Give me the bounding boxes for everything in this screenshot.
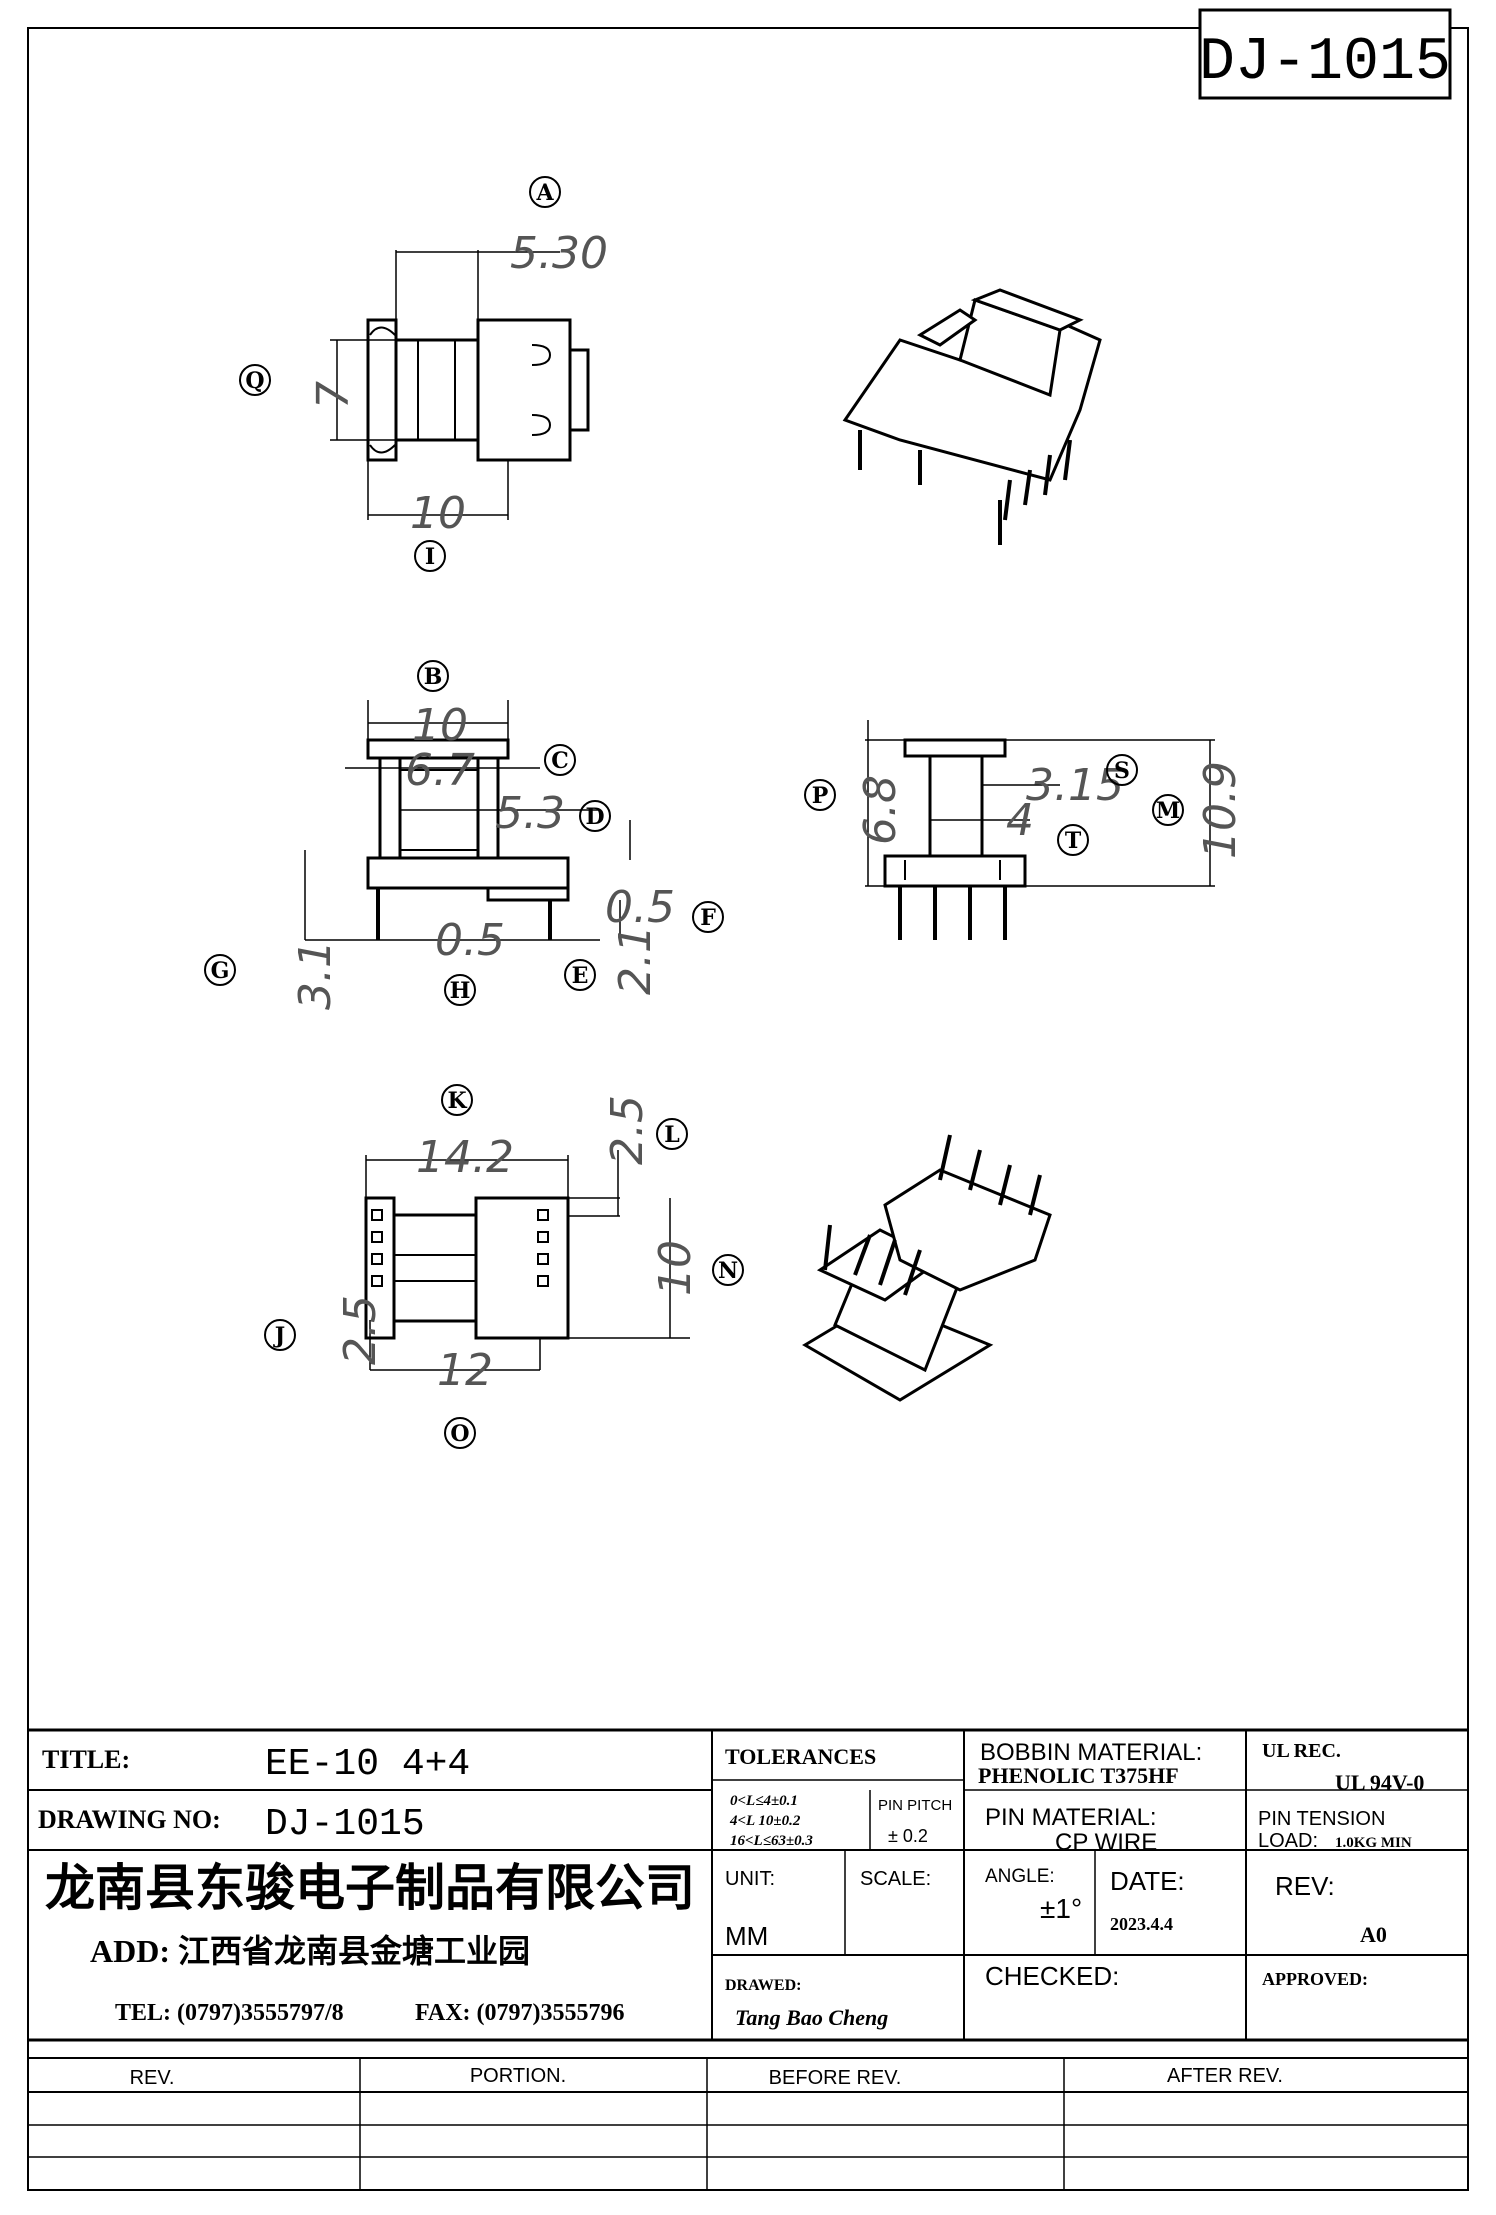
dim-bottom-height: 10 xyxy=(650,1240,701,1296)
label-o: O xyxy=(450,1421,469,1447)
tol-3: 16<L≤63±0.3 xyxy=(730,1833,813,1849)
rev-header-after: AFTER REV. xyxy=(1167,2065,1283,2087)
dim-bottom-width: 14.2 xyxy=(416,1132,514,1183)
dim-bottom-pitch-top: 2.5 xyxy=(602,1095,653,1165)
drawn-value: Tang Bao Cheng xyxy=(735,2005,888,2030)
rev-header-before: BEFORE REV. xyxy=(769,2067,902,2089)
tol-1: 0<L≤4±0.1 xyxy=(730,1793,798,1809)
dim-top-b: 7 xyxy=(308,381,359,409)
title-value: EE-10 4+4 xyxy=(265,1743,470,1786)
pin-pitch-value: ± 0.2 xyxy=(888,1826,928,1846)
label-l: L xyxy=(664,1122,679,1148)
ul-rec-label: UL REC. xyxy=(1262,1740,1341,1762)
approved-label: APPROVED: xyxy=(1262,1969,1368,1989)
date-label: DATE: xyxy=(1110,1866,1185,1896)
sheet-border xyxy=(27,27,1469,2191)
label-m: M xyxy=(1156,798,1180,824)
scale-label: SCALE: xyxy=(860,1868,931,1890)
side-view: 6.8 10.9 3.15 4 P S M T xyxy=(804,720,1246,940)
dim-side-b: 4 xyxy=(1006,795,1034,846)
iso-view-1 xyxy=(842,288,1102,545)
top-view: 5.30 7 10 A Q I xyxy=(239,176,608,572)
label-p: P xyxy=(812,783,829,809)
rev-header-portion: PORTION. xyxy=(470,2065,566,2087)
ul-rec-value: UL 94V-0 xyxy=(1335,1770,1424,1795)
label-i: I xyxy=(425,544,435,570)
drawing-no-value: DJ-1015 xyxy=(265,1803,425,1846)
label-d: D xyxy=(585,804,604,830)
dim-front-inner: 6.7 xyxy=(405,745,475,796)
angle-value: ±1° xyxy=(1040,1893,1082,1924)
drawn-label: DRAWED: xyxy=(725,1977,801,1994)
iso-view-2 xyxy=(802,1134,1052,1402)
unit-label: UNIT: xyxy=(725,1868,775,1890)
front-view: 10 6.7 5.3 0.5 0.5 3.1 2.1 B C D E F G H xyxy=(204,660,724,1010)
date-value: 2023.4.4 xyxy=(1110,1914,1173,1934)
label-a: A xyxy=(535,180,554,206)
label-j: J xyxy=(273,1323,285,1349)
angle-label: ANGLE: xyxy=(985,1866,1055,1887)
pin-tension-load: LOAD: xyxy=(1258,1830,1318,1852)
dim-bottom-bottom: 12 xyxy=(437,1345,493,1396)
dim-front-height-right: 2.1 xyxy=(610,925,661,995)
rev-value: A0 xyxy=(1360,1922,1387,1947)
pin-pitch-label: PIN PITCH xyxy=(878,1797,952,1814)
label-b: B xyxy=(424,664,443,690)
company-fax: FAX: (0797)3555796 xyxy=(415,2000,625,2026)
unit-value: MM xyxy=(725,1921,768,1951)
pin-material-label: PIN MATERIAL: xyxy=(985,1804,1157,1831)
dim-front-height-left: 3.1 xyxy=(290,940,341,1010)
title-block: TITLE: EE-10 4+4 DRAWING NO: DJ-1015 龙南县… xyxy=(28,1728,1468,2190)
dim-front-core: 5.3 xyxy=(495,788,565,839)
label-e: E xyxy=(572,963,589,989)
drawing-no-label: DRAWING NO: xyxy=(38,1805,221,1834)
part-number: DJ-1015 xyxy=(1199,29,1451,97)
rev-label: REV: xyxy=(1275,1871,1335,1901)
tol-2: 4<L 10±0.2 xyxy=(729,1813,801,1829)
label-f: F xyxy=(700,905,716,931)
pin-tension-label: PIN TENSION xyxy=(1258,1808,1385,1830)
company-address: ADD: 江西省龙南县金塘工业园 xyxy=(90,1933,530,1969)
label-h: H xyxy=(450,978,471,1004)
label-q: Q xyxy=(245,368,264,394)
rev-header-rev: REV. xyxy=(130,2067,175,2089)
bottom-view: 14.2 2.5 10 2.5 12 K L N J O xyxy=(264,1084,744,1449)
pin-tension-value: 1.0KG MIN xyxy=(1335,1835,1412,1851)
dim-side-total: 10.9 xyxy=(1195,761,1246,859)
label-s: S xyxy=(1114,758,1130,784)
bobbin-material-value: PHENOLIC T375HF xyxy=(978,1763,1179,1788)
dim-top-a: 5.30 xyxy=(510,228,608,279)
checked-label: CHECKED: xyxy=(985,1961,1119,1991)
dim-top-c: 10 xyxy=(410,488,466,539)
dim-bottom-pitch-left: 2.5 xyxy=(335,1295,386,1365)
label-g: G xyxy=(211,958,230,984)
tolerances-label: TOLERANCES xyxy=(725,1744,876,1769)
company-tel: TEL: (0797)3555797/8 xyxy=(115,2000,344,2026)
part-number-box: DJ-1015 xyxy=(1198,8,1452,100)
title-label: TITLE: xyxy=(42,1745,130,1774)
dim-side-a: 3.15 xyxy=(1026,760,1124,811)
label-t: T xyxy=(1065,828,1082,854)
pin-material-value: CP WIRE xyxy=(1055,1829,1157,1856)
dim-front-width: 10 xyxy=(412,700,468,751)
bobbin-material-label: BOBBIN MATERIAL: xyxy=(980,1739,1202,1766)
dim-side-upper: 6.8 xyxy=(855,775,906,845)
label-k: K xyxy=(447,1088,467,1114)
label-n: N xyxy=(718,1258,738,1284)
dim-front-pin: 0.5 xyxy=(435,915,505,966)
company-name: 龙南县东骏电子制品有限公司 xyxy=(45,1860,695,1916)
label-c: C xyxy=(551,748,569,774)
dim-front-pin-right: 0.5 xyxy=(605,882,675,933)
